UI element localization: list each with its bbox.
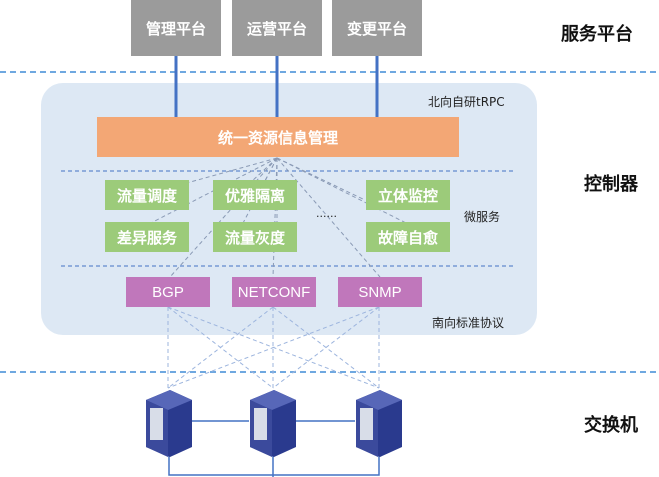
switch-icon — [250, 390, 296, 457]
switch-link — [168, 450, 380, 476]
microservice-label: 流量灰度 — [224, 228, 285, 247]
layer-label-controller: 控制器 — [584, 174, 638, 195]
microservice-monitoring[interactable]: 立体监控 — [366, 180, 450, 210]
layer-label-switch: 交换机 — [584, 415, 638, 436]
platform-operations[interactable]: 运营平台 — [232, 0, 322, 56]
protocol-netconf[interactable]: NETCONF — [232, 277, 316, 307]
microservice-label: 差异服务 — [116, 228, 177, 247]
fan-line — [146, 157, 278, 226]
microservice-label: 流量调度 — [116, 186, 177, 205]
microservice-traffic-scheduling[interactable]: 流量调度 — [105, 180, 189, 210]
protocol-label: NETCONF — [237, 283, 311, 301]
protocol-label: BGP — [152, 283, 184, 301]
microservice-traffic-canary[interactable]: 流量灰度 — [213, 222, 297, 252]
microservice-label: 故障自愈 — [377, 228, 438, 247]
switch-icon — [146, 390, 192, 457]
microservice-differentiated-service[interactable]: 差异服务 — [105, 222, 189, 252]
protocol-bgp[interactable]: BGP — [126, 277, 210, 307]
microservice-graceful-isolation[interactable]: 优雅隔离 — [213, 180, 297, 210]
switch-icon — [356, 390, 402, 457]
mesh-lines — [167, 306, 380, 389]
layer-label-service: 服务平台 — [561, 24, 633, 45]
fan-line — [276, 157, 411, 226]
microservice-label: 立体监控 — [377, 186, 438, 205]
protocol-label: SNMP — [358, 283, 402, 301]
platform-label: 运营平台 — [246, 19, 307, 38]
northbound-label: 北向自研tRPC — [428, 95, 505, 109]
platform-label: 管理平台 — [145, 19, 206, 38]
resource-manager-box[interactable]: 统一资源信息管理 — [97, 117, 459, 157]
microservice-self-healing[interactable]: 故障自愈 — [366, 222, 450, 252]
southbound-label: 南向标准协议 — [432, 316, 505, 330]
mesh-line — [272, 306, 380, 389]
mesh-line — [167, 306, 274, 389]
fan-line — [169, 157, 278, 278]
platform-management[interactable]: 管理平台 — [131, 0, 221, 56]
mesh-line — [167, 306, 380, 389]
platform-label: 变更平台 — [346, 19, 407, 38]
fan-line — [272, 157, 278, 278]
protocol-snmp[interactable]: SNMP — [338, 277, 422, 307]
fan-line — [276, 157, 381, 278]
fan-lines — [146, 157, 411, 278]
ellipsis: ...... — [316, 207, 337, 220]
switch-links — [168, 420, 380, 477]
microservices-label: 微服务 — [464, 210, 501, 224]
platform-change[interactable]: 变更平台 — [332, 0, 422, 56]
resource-manager-label: 统一资源信息管理 — [217, 128, 338, 147]
microservice-label: 优雅隔离 — [224, 186, 285, 205]
